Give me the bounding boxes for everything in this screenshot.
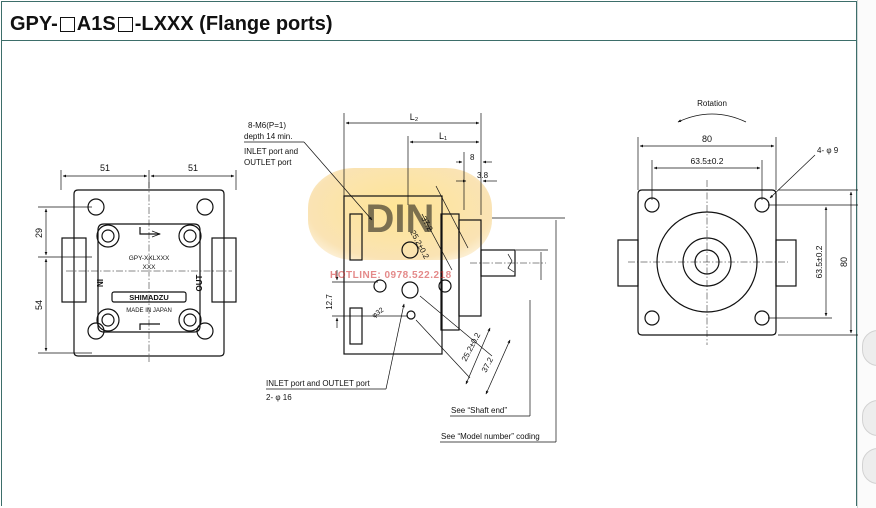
dim-side-phi32: φ32 xyxy=(371,307,385,320)
dim-side-37-2-b: 37.2 xyxy=(480,355,496,373)
watermark-hotline: HOTLINE: 0978.522.218 xyxy=(330,270,452,281)
dim-side-l1: L₁ xyxy=(439,131,447,141)
watermark-logo xyxy=(308,168,492,260)
dim-rear-63-top: 63.5±0.2 xyxy=(690,156,723,166)
watermark-logo-text: DIN xyxy=(366,197,435,241)
rear-rotation: Rotation xyxy=(697,99,727,108)
side-callout-line4: OUTLET port xyxy=(244,158,292,167)
dim-side-3-8: 3.8 xyxy=(477,171,489,180)
dim-front-left-upper: 29 xyxy=(34,228,44,238)
front-plate-sub: XXX xyxy=(142,264,156,271)
page-title: GPY- A1S -LXXX (Flange ports) xyxy=(10,10,333,38)
title-box-1 xyxy=(59,16,75,32)
dim-front-left-lower: 54 xyxy=(34,300,44,310)
side-port-label1: INLET port and OUTLET port xyxy=(266,379,371,388)
side-see-shaft: See “Shaft end” xyxy=(451,406,507,415)
dim-front-top-left: 51 xyxy=(100,163,110,173)
dim-front-top-right: 51 xyxy=(188,163,198,173)
rear-holes: 4- φ 9 xyxy=(817,146,839,155)
front-in-label: IN xyxy=(95,279,104,287)
title-suffix: -LXXX (Flange ports) xyxy=(134,12,333,35)
dim-side-8: 8 xyxy=(470,153,475,162)
side-callout-line3: INLET port and xyxy=(244,147,298,156)
side-callout-line1: 8-M6(P=1) xyxy=(248,121,286,130)
side-port-label2: 2- φ 16 xyxy=(266,393,292,402)
front-view: 51 51 29 54 GPY-XXLXXX XXX IN OUT SHIMAD… xyxy=(34,163,237,362)
title-box-2 xyxy=(117,16,133,32)
side-see-model: See “Model number” coding xyxy=(441,432,540,441)
front-out-label: OUT xyxy=(195,274,204,291)
side-callout-line2: depth 14 min. xyxy=(244,132,292,141)
title-middle: A1S xyxy=(76,12,116,35)
header-separator xyxy=(1,40,857,41)
dim-side-12-7: 12.7 xyxy=(325,294,334,310)
rear-view: Rotation 80 63.5±0.2 4- φ 9 63.5±0.2 80 xyxy=(617,99,858,345)
dim-side-25-2-b: 25.2±0.2 xyxy=(460,331,483,363)
title-prefix: GPY- xyxy=(10,12,58,35)
side-strip xyxy=(857,0,876,508)
dim-side-l2: L₂ xyxy=(410,112,419,122)
dim-rear-63-right: 63.5±0.2 xyxy=(814,245,824,278)
front-plate-code: GPY-XXLXXX xyxy=(129,255,170,262)
dim-rear-80-right: 80 xyxy=(839,257,849,267)
drawing-frame xyxy=(1,1,857,506)
dim-rear-80-top: 80 xyxy=(702,134,712,144)
